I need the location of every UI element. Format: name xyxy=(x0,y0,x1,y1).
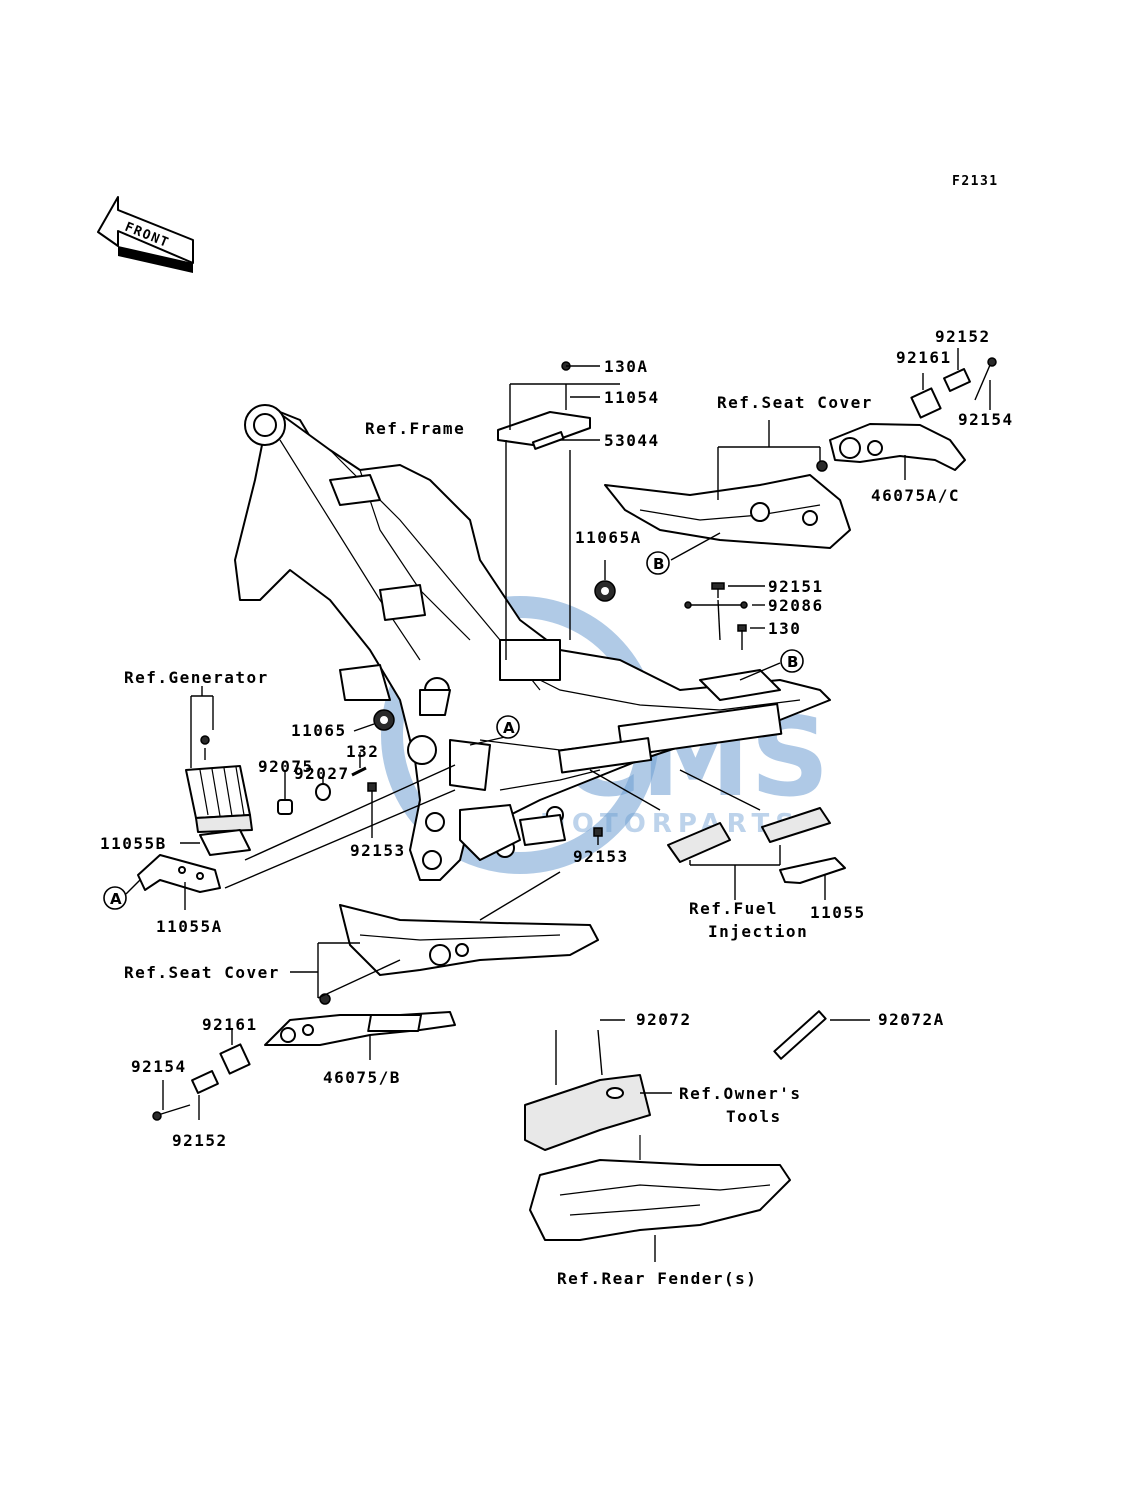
label-53044: 53044 xyxy=(604,431,660,450)
seat-cover-left xyxy=(290,871,599,1005)
label-46075AC: 46075A/C xyxy=(871,486,960,505)
label-92154-bot: 92154 xyxy=(131,1057,187,1076)
svg-text:A: A xyxy=(503,719,515,737)
label-11055A: 11055A xyxy=(156,917,223,936)
label-11065A: 11065A xyxy=(575,528,642,547)
svg-text:A: A xyxy=(110,890,122,908)
callout-a-bracket: A xyxy=(103,879,141,910)
front-arrow-icon: FRONT xyxy=(97,196,194,273)
fuel-injection-covers xyxy=(589,769,831,900)
label-11054: 11054 xyxy=(604,388,660,407)
callout-a-frame: A xyxy=(469,715,520,746)
bracket-11055 xyxy=(779,857,846,900)
callout-b-right: B xyxy=(739,649,804,681)
label-92027: 92027 xyxy=(294,764,350,783)
label-ref-frame: Ref.Frame xyxy=(365,419,465,438)
nut-92153-mid xyxy=(593,827,603,845)
label-92072: 92072 xyxy=(636,1010,692,1029)
watermark-sub: MOTORPARTS xyxy=(540,809,800,839)
bracket-11055B xyxy=(180,829,251,856)
bracket-11055A xyxy=(137,764,456,910)
label-92075: 92075 xyxy=(258,757,314,776)
label-130: 130 xyxy=(768,619,801,638)
svg-text:B: B xyxy=(653,555,664,573)
label-92151: 92151 xyxy=(768,577,824,596)
label-ref-owner-1: Ref.Owner's xyxy=(679,1084,801,1103)
label-46075B: 46075/B xyxy=(323,1068,401,1087)
strap-92072A xyxy=(773,1010,870,1060)
grab-rail-top xyxy=(816,348,997,480)
label-ref-seat-cover-left: Ref.Seat Cover xyxy=(124,963,280,982)
regulator xyxy=(185,686,253,833)
label-11055: 11055 xyxy=(810,903,866,922)
label-ref-seat-cover-top: Ref.Seat Cover xyxy=(717,393,873,412)
washer-92027 xyxy=(315,774,331,801)
label-92152-top: 92152 xyxy=(935,327,991,346)
label-ref-fuel-2: Injection xyxy=(708,922,808,941)
label-92161-top: 92161 xyxy=(896,348,952,367)
label-92153-mid: 92153 xyxy=(573,847,629,866)
label-92161-bot: 92161 xyxy=(202,1015,258,1034)
callout-b-top: B xyxy=(646,532,721,575)
frame xyxy=(234,404,831,881)
label-ref-generator: Ref.Generator xyxy=(124,668,269,687)
bracket-11054 xyxy=(497,361,620,660)
label-92086: 92086 xyxy=(768,596,824,615)
svg-text:B: B xyxy=(787,653,798,671)
label-92152-bot: 92152 xyxy=(172,1131,228,1150)
label-130A: 130A xyxy=(604,357,649,376)
diagram-code: F2131 xyxy=(952,174,999,189)
label-11055B: 11055B xyxy=(100,834,167,853)
tool-bag xyxy=(367,1014,672,1151)
nut-92153-left xyxy=(367,782,377,838)
label-92072A: 92072A xyxy=(878,1010,945,1029)
grommet-11065 xyxy=(353,709,395,732)
bolt-132 xyxy=(351,752,367,777)
bolt-92151 xyxy=(684,582,765,650)
labels: 130A 11054 53044 Ref.Frame Ref.Seat Cove… xyxy=(100,327,1014,1288)
seat-cover-top xyxy=(604,420,851,549)
label-92154-top: 92154 xyxy=(958,410,1014,429)
label-ref-rear-fender: Ref.Rear Fender(s) xyxy=(557,1269,757,1288)
rear-fender xyxy=(529,1135,791,1262)
label-ref-fuel-1: Ref.Fuel xyxy=(689,899,778,918)
label-ref-owner-2: Tools xyxy=(726,1107,782,1126)
collar-92075 xyxy=(277,770,293,815)
label-11065: 11065 xyxy=(291,721,347,740)
grommet-11065A xyxy=(594,560,616,602)
label-132: 132 xyxy=(346,742,379,761)
label-92153-left: 92153 xyxy=(350,841,406,860)
